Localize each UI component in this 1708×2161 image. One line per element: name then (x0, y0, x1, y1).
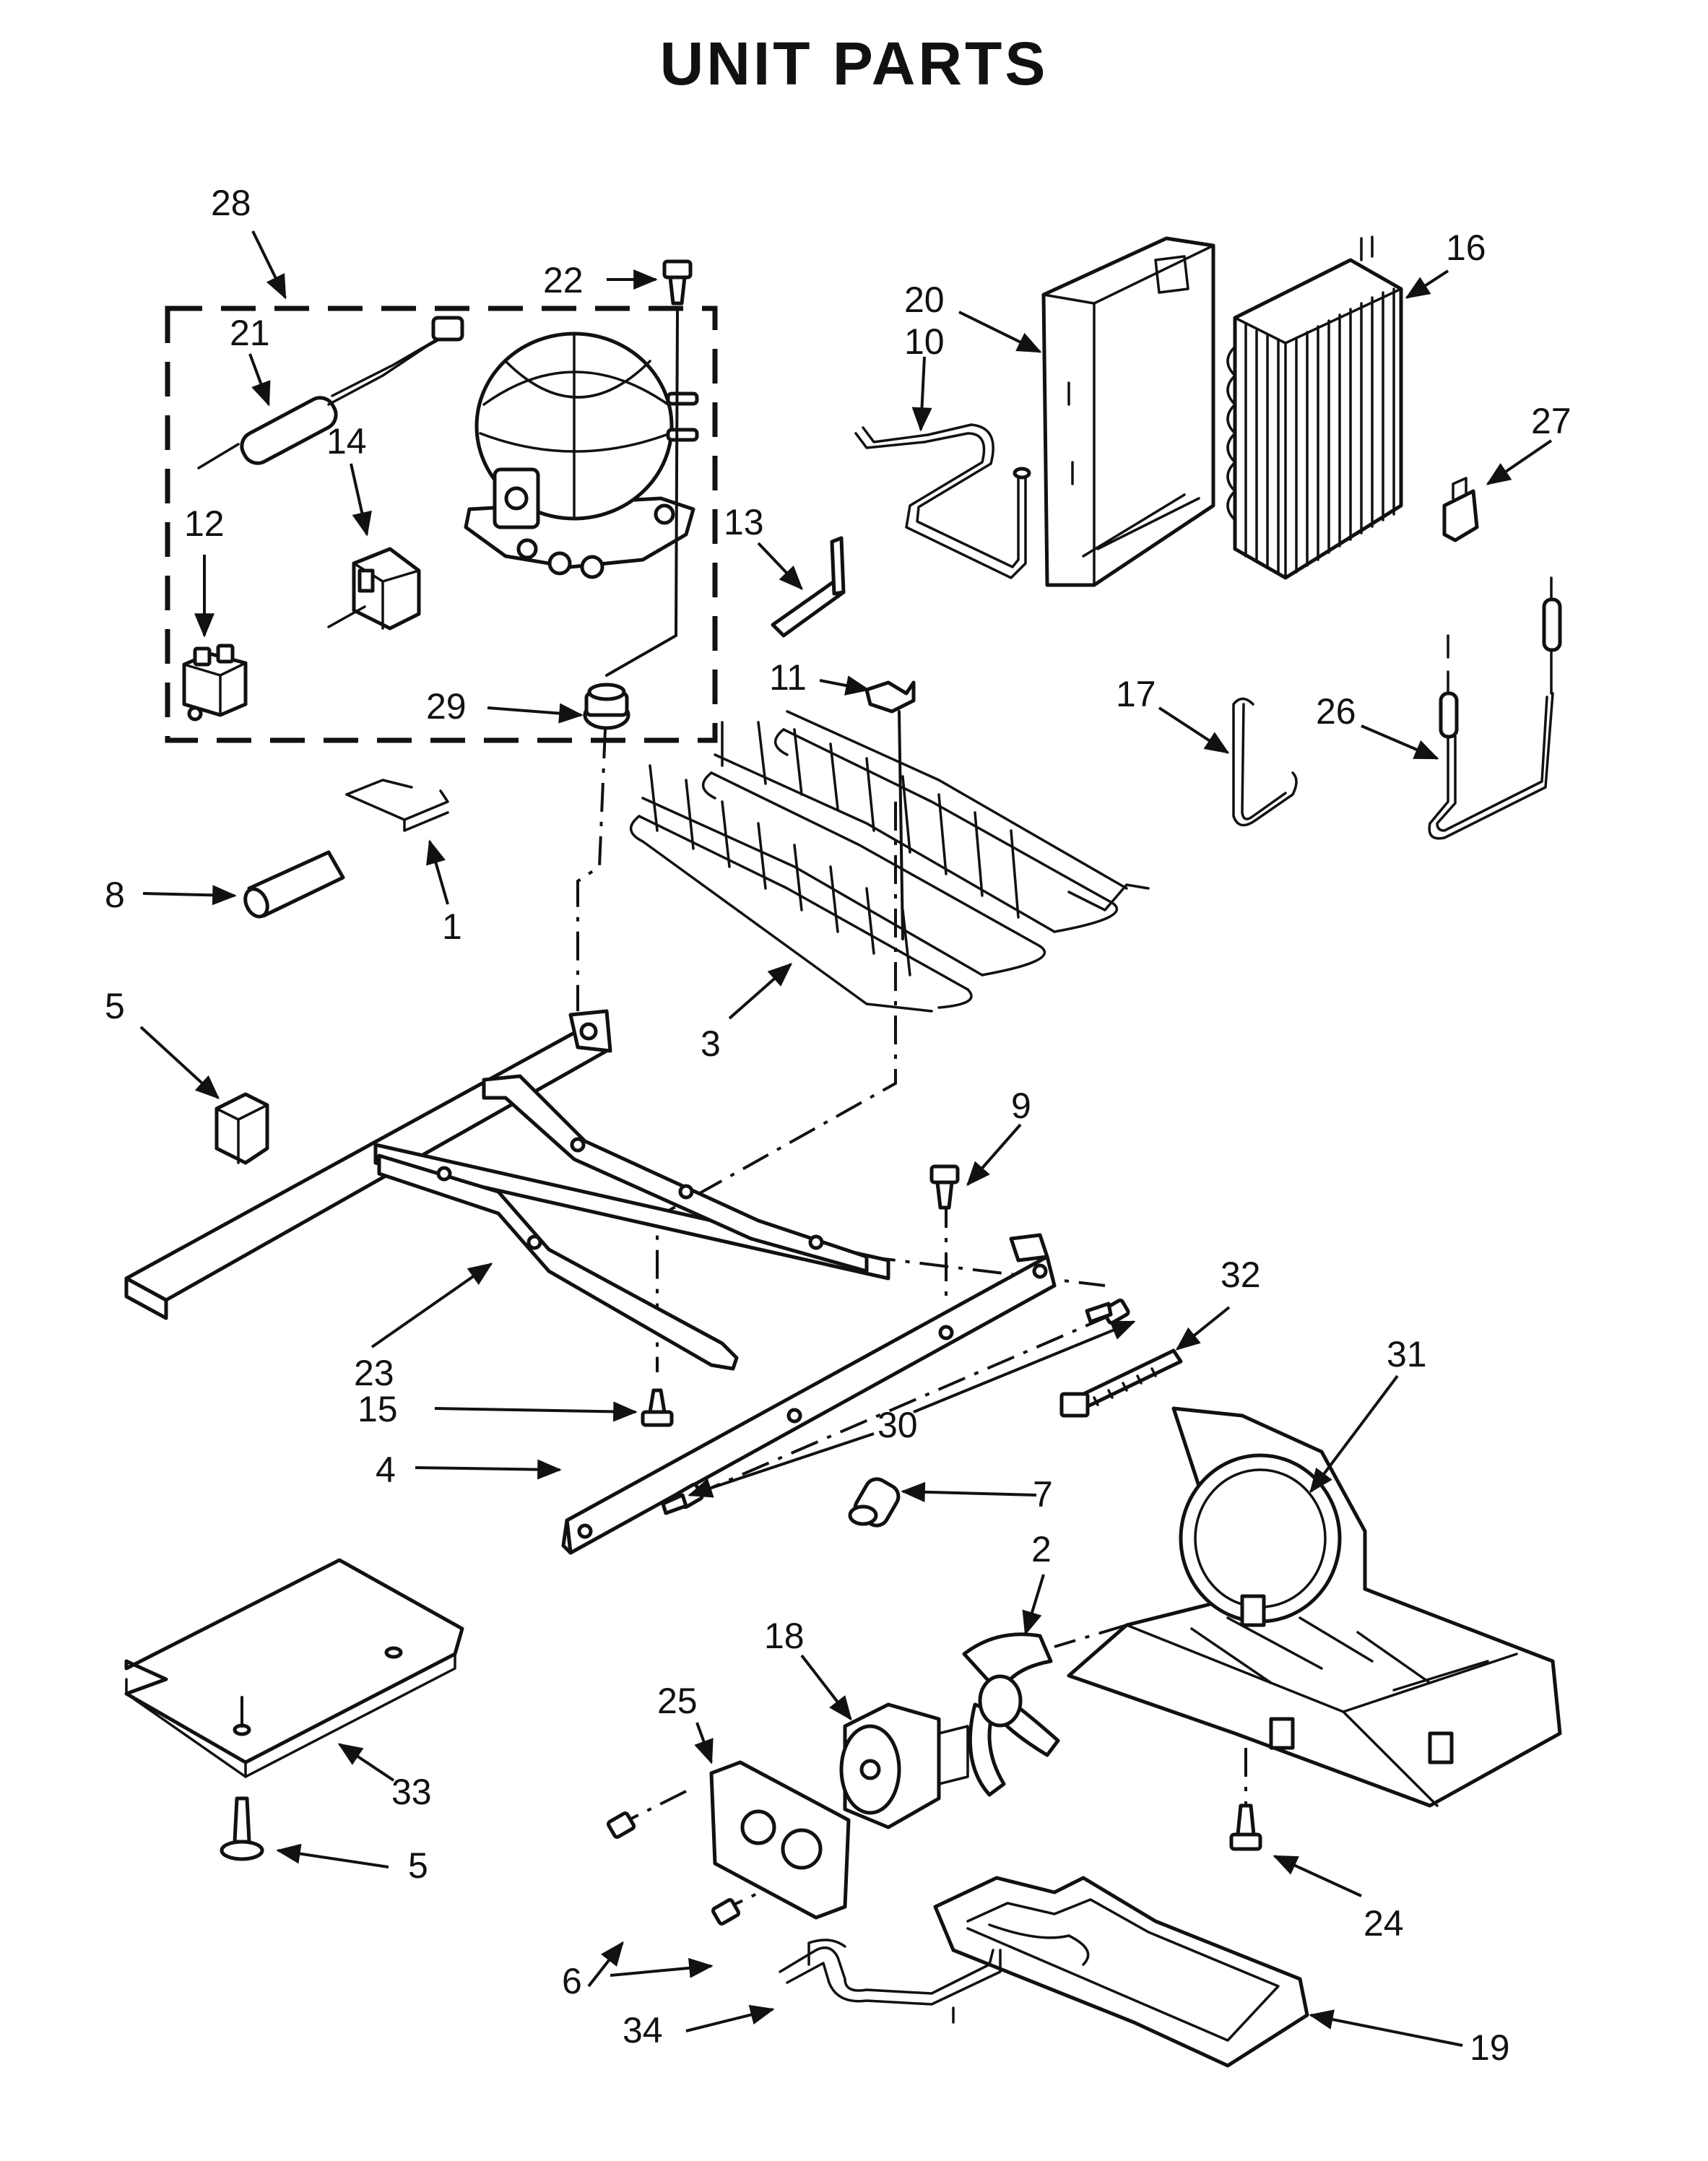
label-1: 1 (442, 906, 462, 947)
label-23: 23 (354, 1353, 394, 1393)
label-25: 25 (657, 1681, 698, 1721)
compressor[interactable] (464, 332, 699, 579)
part-12-overload[interactable] (182, 644, 248, 722)
label-27: 27 (1531, 401, 1572, 441)
part-2-fan-blade[interactable] (962, 1632, 1060, 1797)
part-5-clip[interactable] (214, 1092, 269, 1165)
label-18: 18 (764, 1616, 805, 1656)
label-24: 24 (1364, 1903, 1404, 1944)
page-title: UNIT PARTS (659, 30, 1049, 98)
label-29: 29 (426, 686, 467, 727)
label-7: 7 (1033, 1474, 1053, 1515)
label-13: 13 (724, 502, 764, 542)
label-34: 34 (623, 2010, 663, 2050)
part-31-shroud[interactable] (1067, 1406, 1562, 1808)
callout-arrows (139, 230, 1553, 2047)
part-21-drier[interactable] (197, 316, 464, 469)
label-22: 22 (543, 260, 584, 300)
part-14-relay[interactable] (327, 547, 421, 631)
label-5a: 5 (105, 986, 125, 1026)
label-26: 26 (1316, 691, 1356, 732)
label-8: 8 (105, 875, 125, 915)
part-27-clip[interactable] (1442, 477, 1479, 542)
part-5-foot[interactable] (220, 1796, 264, 1861)
label-3: 3 (701, 1023, 721, 1064)
part-32-cable-tie[interactable] (1059, 1348, 1183, 1418)
label-9: 9 (1011, 1086, 1031, 1126)
label-33: 33 (391, 1772, 432, 1812)
part-frame-rails[interactable] (124, 1009, 890, 1371)
part-25-bracket[interactable] (709, 1760, 851, 1920)
label-10: 10 (904, 321, 945, 362)
part-33-mat[interactable] (124, 1558, 464, 1778)
label-21: 21 (230, 313, 270, 353)
part-number-labels: 28 21 14 12 22 29 20 10 16 27 13 11 17 2… (105, 183, 1572, 2068)
label-31: 31 (1387, 1334, 1427, 1374)
part-11-clip[interactable] (864, 680, 916, 714)
part-17-tube[interactable] (1232, 697, 1298, 827)
label-15: 15 (357, 1389, 398, 1429)
label-14: 14 (326, 421, 367, 462)
part-1-clip[interactable] (345, 779, 449, 832)
label-11: 11 (769, 657, 807, 698)
label-32: 32 (1221, 1255, 1261, 1295)
label-12: 12 (184, 503, 225, 544)
part-6-screw[interactable] (606, 1811, 741, 1926)
label-6: 6 (562, 1961, 582, 2001)
part-19-drain-pan[interactable] (933, 1876, 1309, 2068)
part-16-evaporator[interactable] (1226, 235, 1403, 580)
part-24-screw[interactable] (1229, 1803, 1262, 1851)
part-18-motor[interactable] (839, 1702, 969, 1829)
label-16: 16 (1446, 228, 1486, 268)
part-13-tube[interactable] (771, 536, 846, 638)
part-34-heater[interactable] (779, 1939, 1002, 2024)
part-29-grommet[interactable] (583, 683, 630, 730)
label-4: 4 (376, 1450, 396, 1490)
part-9-screw[interactable] (929, 1164, 960, 1210)
part-15-screw[interactable] (641, 1388, 674, 1427)
part-4-rail[interactable] (561, 1233, 1057, 1555)
part-7-plug[interactable] (848, 1475, 903, 1530)
part-3-condenser[interactable] (630, 710, 1150, 1013)
label-28: 28 (211, 183, 251, 223)
part-26-tube[interactable] (1428, 576, 1562, 840)
label-20: 20 (904, 280, 945, 320)
compressor-kit-box (165, 306, 718, 743)
label-5b: 5 (408, 1845, 428, 1886)
label-17: 17 (1116, 674, 1156, 714)
part-20-cover[interactable] (1041, 236, 1215, 587)
label-30: 30 (877, 1405, 918, 1445)
part-22-screw[interactable] (662, 259, 693, 306)
part-10-tube[interactable] (854, 423, 1031, 579)
part-8-tube[interactable] (241, 850, 345, 920)
label-19: 19 (1470, 2027, 1510, 2068)
label-2: 2 (1031, 1529, 1052, 1569)
